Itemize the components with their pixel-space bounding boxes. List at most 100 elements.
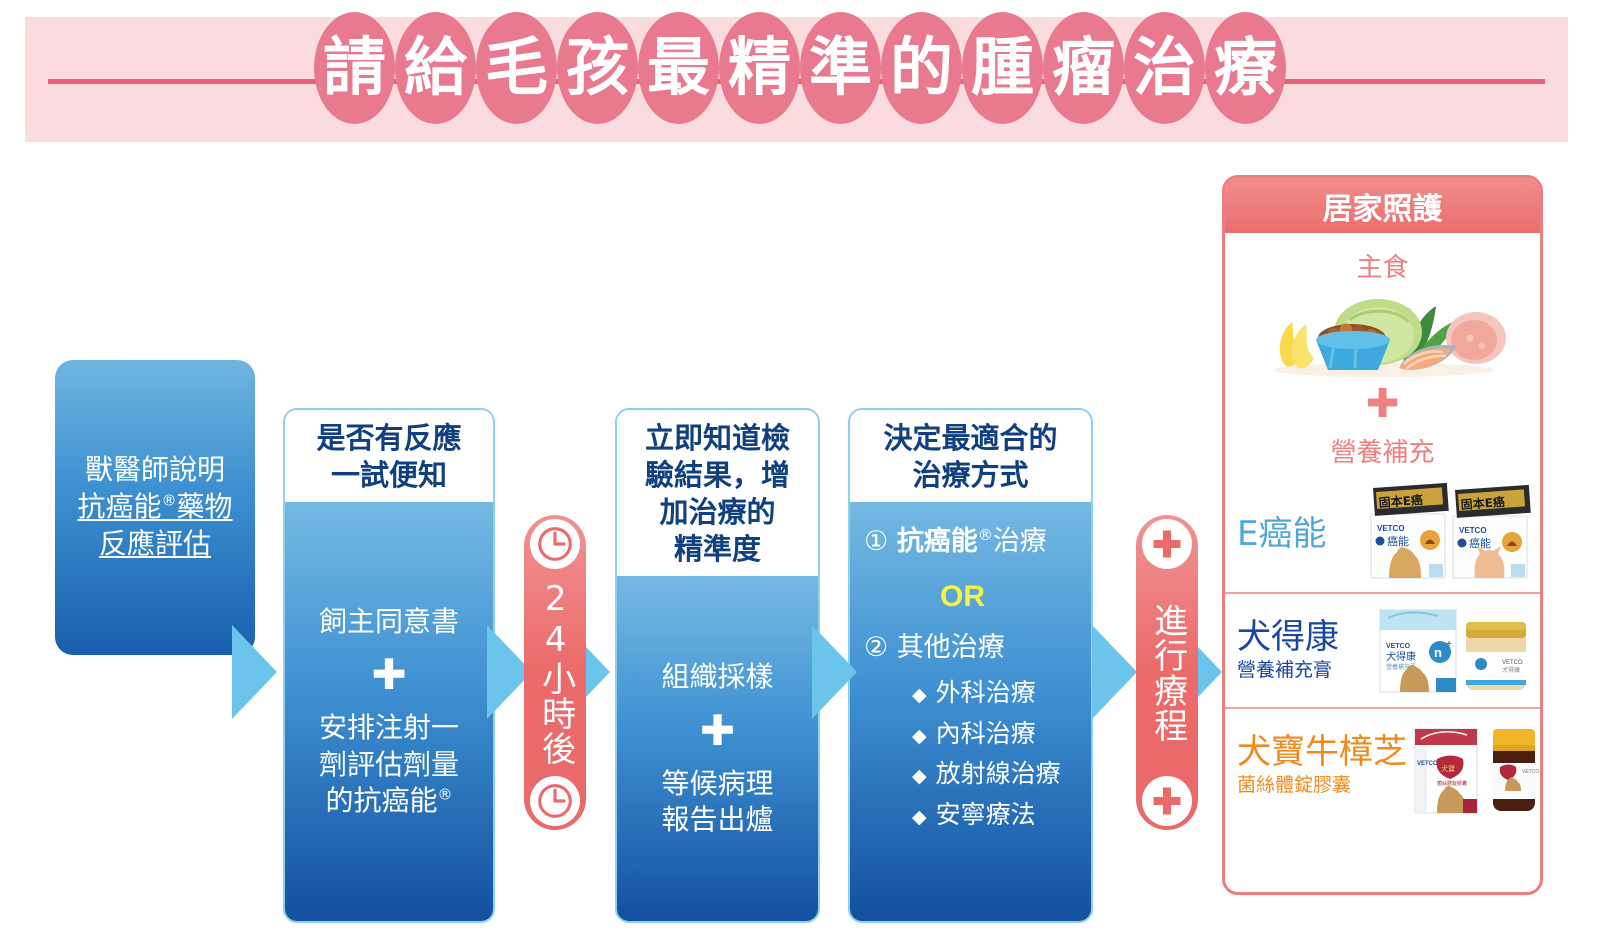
svg-text:固本E癌: 固本E癌 xyxy=(1460,494,1505,512)
step4-header-line2: 治療方式 xyxy=(912,458,1029,493)
flow-step-3-body: 組織採樣 ✚ 等候病理 報告出爐 xyxy=(617,576,818,921)
product-subtitle: 菌絲體錠膠囊 xyxy=(1237,773,1352,796)
svg-text:犬得康: 犬得康 xyxy=(1502,666,1520,674)
svg-text:VETCO: VETCO xyxy=(1502,660,1523,666)
step1-line3: 反應評估 xyxy=(98,526,211,560)
home-care-panel: 居家照護 主食 xyxy=(1222,175,1543,895)
svg-text:菌絲體錠膠囊: 菌絲體錠膠囊 xyxy=(1437,780,1467,787)
step2-header-line1: 是否有反應 xyxy=(316,421,462,455)
treatment-bullet-1: ◆ 內科治療 xyxy=(864,714,1087,755)
step1-line2: 抗癌能®藥物 xyxy=(77,490,233,524)
step2-body-top: 飼主同意書 xyxy=(318,604,459,638)
product-image-quan-de-kang: VETCO 犬得康 營養補充膏 n + VETCO 犬得康 xyxy=(1374,594,1532,707)
treatment-bullet-0: ◆ 外科治療 xyxy=(864,673,1087,714)
product-name: 犬寶牛樟芝 xyxy=(1237,732,1407,773)
clock-icon-svg xyxy=(538,527,572,561)
flow-step-1: 獸醫師說明 抗癌能®藥物 反應評估 xyxy=(55,360,255,655)
interval-pill-24h-label: 24小時後 xyxy=(535,579,576,766)
flow-step-2-body: 飼主同意書 ✚ 安排注射一 劑評估劑量 的抗癌能® xyxy=(285,502,493,921)
plus-icon: ✚ xyxy=(1365,382,1400,426)
flow-step-4-header: 決定最適合的 治療方式 xyxy=(850,410,1091,503)
step2-body-line1: 安排注射一 xyxy=(318,711,459,745)
title-char-7: 的 xyxy=(881,11,962,124)
treatment-bullet-label: 內科治療 xyxy=(935,718,1036,748)
pet-food-illustration-svg xyxy=(1272,299,1506,377)
product-name: 犬得康 xyxy=(1237,617,1339,658)
supplement-label: 營養補充 xyxy=(1330,438,1435,468)
step4-header-line1: 決定最適合的 xyxy=(883,421,1058,455)
product-label-group: E癌能 xyxy=(1237,513,1327,554)
flow-step-3: 立即知道檢 驗結果，增 加治療的 精準度 組織採樣 ✚ 等候病理 報告出爐 xyxy=(615,408,820,923)
product-image-quan-bao-niu-zhang-zhi: VETCO 犬寶 菌絲體錠膠囊 VETCO xyxy=(1407,707,1540,824)
medical-cross-icon-svg xyxy=(1153,530,1181,558)
treatment-bullet-label: 安寧療法 xyxy=(935,799,1036,829)
svg-text:癌能: 癌能 xyxy=(1387,534,1409,548)
svg-text:VETCO: VETCO xyxy=(1522,769,1539,775)
registered-mark-icon: ® xyxy=(161,491,177,510)
home-care-body: 主食 xyxy=(1225,233,1540,822)
product-row-quan-bao-niu-zhang-zhi: 犬寶牛樟芝 菌絲體錠膠囊 VETCO 犬寶 菌絲體錠膠囊 xyxy=(1225,707,1540,822)
clock-icon-svg xyxy=(538,784,572,818)
step3-header-line3: 加治療的 xyxy=(659,495,776,530)
step3-header-line1: 立即知道檢 xyxy=(644,421,790,455)
medical-cross-icon xyxy=(1142,776,1192,826)
home-care-header: 居家照護 xyxy=(1225,178,1540,233)
clock-icon xyxy=(530,519,580,569)
flow-step-1-text: 獸醫師說明 抗癌能®藥物 反應評估 xyxy=(77,452,232,563)
step3-body-line2: 報告出爐 xyxy=(661,802,774,836)
product-row-e-kang-neng: E癌能 固本E癌 VETCO 癌能 xyxy=(1225,477,1540,592)
product-row-quan-de-kang: 犬得康 營養補充膏 VETCO 犬得康 營養補充膏 n + xyxy=(1225,592,1540,707)
step3-body-top: 組織採樣 xyxy=(661,660,774,694)
interval-pill-24h: 24小時後 xyxy=(524,515,586,830)
svg-text:犬寶: 犬寶 xyxy=(1441,764,1455,773)
pet-food-illustration xyxy=(1225,288,1540,380)
product-image-e-kang-neng: 固本E癌 VETCO 癌能 固本E癌 VETCO 癌能 xyxy=(1367,478,1532,591)
title-char-1: 給 xyxy=(395,11,476,124)
svg-text:犬得康: 犬得康 xyxy=(1386,650,1416,663)
treatment-bullet-label: 放射線治療 xyxy=(935,759,1061,789)
diamond-bullet-icon: ◆ xyxy=(912,684,927,707)
proceed-treatment-pill: 進行療程 xyxy=(1136,515,1198,830)
step3-header-line4: 精準度 xyxy=(673,532,761,567)
svg-text:VETCO: VETCO xyxy=(1386,643,1411,650)
svg-text:營養補充膏: 營養補充膏 xyxy=(1386,663,1416,671)
treatment-flow-diagram: 獸醫師說明 抗癌能®藥物 反應評估 是否有反應 一試便知 飼主同意書 ✚ 安排注… xyxy=(0,160,1600,939)
flow-arrow-4 xyxy=(812,625,857,719)
plus-icon: ✚ xyxy=(699,705,736,755)
step3-header-line2: 驗結果，增 xyxy=(644,458,790,493)
product-label-group: 犬寶牛樟芝 菌絲體錠膠囊 xyxy=(1237,734,1407,796)
svg-text:癌能: 癌能 xyxy=(1469,536,1491,550)
treatment-option-2: ② 其他治療 xyxy=(864,632,1005,664)
title-char-6: 準 xyxy=(800,11,881,124)
treatment-option-1: ① 抗癌能®治療 xyxy=(864,526,1047,558)
title-char-9: 瘤 xyxy=(1043,11,1124,124)
medical-cross-icon-svg xyxy=(1153,787,1181,815)
diamond-bullet-icon: ◆ xyxy=(912,724,927,747)
svg-text:n: n xyxy=(1434,645,1442,660)
treatment-bullet-2: ◆ 放射線治療 xyxy=(864,754,1087,795)
or-separator: OR xyxy=(940,580,985,614)
svg-text:固本E癌: 固本E癌 xyxy=(1378,492,1423,510)
staple-food-label: 主食 xyxy=(1356,253,1409,283)
diamond-bullet-icon: ◆ xyxy=(912,805,927,828)
product-subtitle: 營養補充膏 xyxy=(1237,658,1333,681)
title-char-0: 請 xyxy=(314,11,395,124)
svg-text:+: + xyxy=(1446,639,1452,650)
step1-line1: 獸醫師說明 xyxy=(84,453,225,487)
title-char-10: 治 xyxy=(1124,11,1205,124)
title-char-5: 精 xyxy=(719,11,800,124)
svg-text:VETCO: VETCO xyxy=(1377,524,1405,533)
product-name: E癌能 xyxy=(1237,513,1327,554)
treatment-bullet-label: 外科治療 xyxy=(935,678,1036,708)
svg-text:VETCO: VETCO xyxy=(1417,761,1438,767)
circled-number-1-icon: ① xyxy=(864,526,889,558)
flow-step-3-header: 立即知道檢 驗結果，增 加治療的 精準度 xyxy=(617,410,818,577)
step2-body-line2: 劑評估劑量 xyxy=(318,747,459,781)
page-title: 請給毛孩最精準的腫瘤治療 xyxy=(0,10,1600,125)
step3-body-line1: 等候病理 xyxy=(661,766,774,800)
diamond-bullet-icon: ◆ xyxy=(912,765,927,788)
flow-arrow-5 xyxy=(1092,625,1137,719)
flow-step-2-header: 是否有反應 一試便知 xyxy=(285,410,493,503)
proceed-treatment-label: 進行療程 xyxy=(1147,602,1188,743)
box-and-bottle-svg: VETCO 犬寶 菌絲體錠膠囊 VETCO xyxy=(1414,728,1539,814)
